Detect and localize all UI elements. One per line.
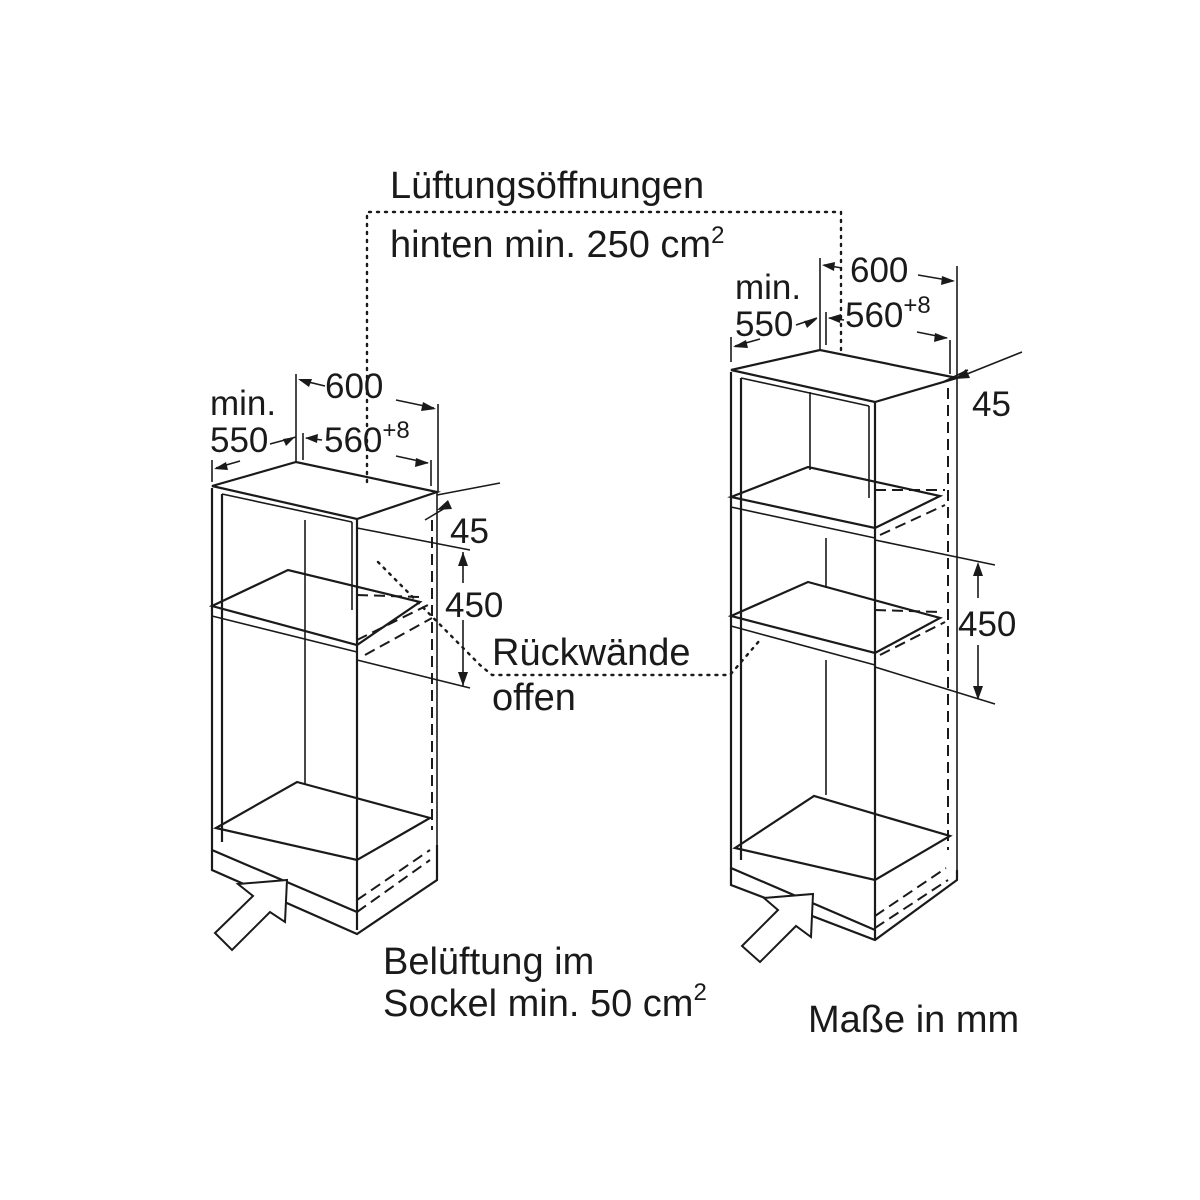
open-back-label-line1: Rückwände (492, 632, 691, 674)
plinth-vent-label-line2: Sockel min. 50 cm2 (383, 979, 707, 1025)
left-dimensions (211, 374, 501, 689)
right-width-inner: 560+8 (845, 292, 931, 335)
plinth-airflow-arrow-left (213, 878, 289, 952)
left-niche-height: 450 (445, 586, 503, 625)
right-offset: 45 (972, 385, 1011, 424)
plinth-airflow-arrow-right (740, 892, 815, 964)
open-back-pointers (376, 560, 762, 677)
right-width-outer: 600 (850, 251, 908, 290)
left-width-outer: 600 (325, 367, 383, 406)
units-note: Maße in mm (808, 999, 1019, 1041)
left-width-inner: 560+8 (324, 417, 410, 460)
rear-vent-path (365, 210, 843, 484)
rear-vent-label-line2: hinten min. 250 cm2 (390, 222, 724, 266)
right-depth-min-word: min. (735, 268, 801, 307)
open-back-label-line2: offen (492, 677, 576, 719)
right-cabinet (727, 348, 959, 942)
left-depth-min-word: min. (210, 384, 276, 423)
left-cabinet (208, 460, 442, 936)
plinth-vent-label-line1: Belüftung im (383, 941, 594, 983)
right-depth-min-value: 550 (735, 305, 793, 344)
right-dimensions (730, 258, 1023, 705)
right-niche-height: 450 (958, 605, 1016, 644)
left-depth-min-value: 550 (210, 421, 268, 460)
left-offset: 45 (450, 512, 489, 551)
rear-vent-label-line1: Lüftungsöffnungen (390, 165, 704, 207)
